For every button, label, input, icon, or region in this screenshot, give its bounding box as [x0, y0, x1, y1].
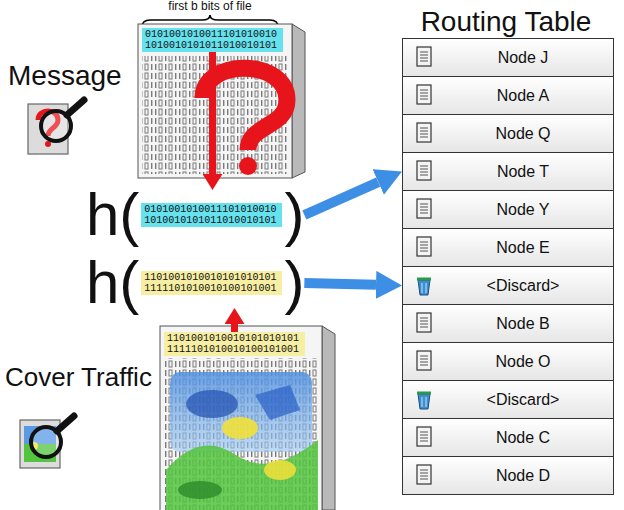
- lookup-arrow: [304, 182, 378, 215]
- node-icon: [415, 236, 433, 258]
- bits-strip: 0101001010011101010010 10100101010110100…: [142, 28, 283, 52]
- cover-traffic-label: Cover Traffic: [5, 362, 152, 392]
- row-text: <Discard>: [487, 276, 560, 296]
- node-icon: [415, 46, 433, 68]
- table-row: Node T: [402, 152, 614, 191]
- table-row: Node Y: [402, 190, 614, 229]
- table-row: Node B: [402, 304, 614, 343]
- lookup-arrow: [304, 283, 376, 285]
- node-icon: [415, 312, 433, 334]
- row-text: Node A: [497, 86, 549, 106]
- message-label: Message: [8, 60, 122, 92]
- hash-symbol: ): [284, 190, 304, 240]
- hash-symbol: ): [284, 258, 304, 308]
- row-text: Node D: [496, 466, 550, 486]
- cover-image-file: [160, 326, 335, 510]
- hash-symbol: h(: [86, 258, 139, 308]
- table-row: Node D: [402, 456, 614, 495]
- table-row: <Discard>: [402, 266, 614, 305]
- message-icon: [28, 100, 84, 154]
- node-icon: [415, 350, 433, 372]
- table-row: <Discard>: [402, 380, 614, 419]
- table-row: Node Q: [402, 114, 614, 153]
- flow-arrow: [231, 324, 238, 332]
- routing-table: Node J Node A Node Q Node T Node Y Node E <Dis…: [392, 8, 620, 495]
- brace-label: first b bits of file: [150, 0, 270, 13]
- cover-traffic-icon: [20, 416, 74, 468]
- node-icon: [415, 84, 433, 106]
- node-icon: [415, 122, 433, 144]
- bits-text: 1101001010010101010101 11111010100101001…: [167, 333, 302, 355]
- discard-icon: [415, 274, 433, 296]
- bits-text: 0101001010011101010010 10100101010110100…: [145, 29, 280, 51]
- node-icon: [415, 198, 433, 220]
- row-text: Node J: [498, 48, 549, 68]
- table-title: Routing Table: [392, 8, 620, 36]
- table-row: Node A: [402, 76, 614, 115]
- row-text: Node B: [496, 314, 549, 334]
- table-row: Node O: [402, 342, 614, 381]
- table-row: Node J: [402, 38, 614, 77]
- node-icon: [415, 464, 433, 486]
- bits-strip: 1101001010010101010101 11111010100101001…: [164, 332, 305, 356]
- bits-text: 1101001010010101010101 11111010100101001…: [141, 271, 282, 295]
- node-icon: [415, 426, 433, 448]
- bits-text: 0101001010011101010010 10100101010110100…: [141, 203, 282, 227]
- row-text: Node C: [496, 428, 550, 448]
- hash-input: h(0101001010011101010010 101001010101101…: [86, 190, 304, 240]
- flow-arrow: [209, 52, 216, 174]
- row-text: Node Q: [495, 124, 550, 144]
- table-row: Node C: [402, 418, 614, 457]
- row-text: Node E: [496, 238, 549, 258]
- row-text: <Discard>: [487, 390, 560, 410]
- node-icon: [415, 160, 433, 182]
- row-text: Node Y: [496, 200, 549, 220]
- row-text: Node T: [497, 162, 549, 182]
- table-row: Node E: [402, 228, 614, 267]
- message-file: [138, 24, 305, 178]
- row-text: Node O: [495, 352, 550, 372]
- discard-icon: [415, 388, 433, 410]
- hash-symbol: h(: [86, 190, 139, 240]
- hash-input: h(1101001010010101010101 111110101001010…: [86, 258, 304, 308]
